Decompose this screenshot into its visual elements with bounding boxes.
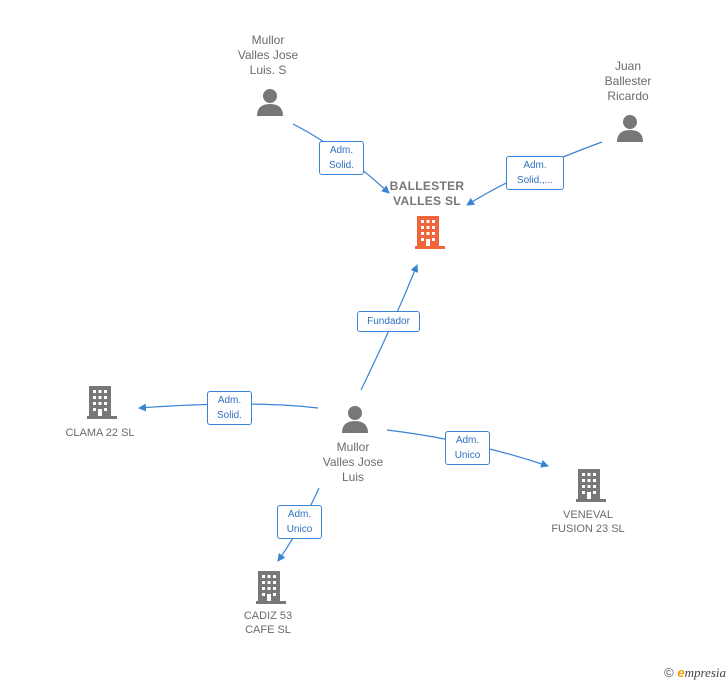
edge-label-adm-unico-1[interactable]: Adm. Unico <box>445 431 490 465</box>
edge-label-fundador[interactable]: Fundador <box>357 311 420 332</box>
node-label-cadiz53[interactable]: CADIZ 53 CAFE SL <box>243 610 293 636</box>
person-icon-mullor[interactable] <box>342 406 368 433</box>
node-label-juan-ballester-ricardo[interactable]: Juan Ballester Ricardo <box>604 59 652 103</box>
node-label-ballester-valles[interactable]: BALLESTER VALLES SL <box>389 179 465 208</box>
copyright-icon: © <box>664 665 674 680</box>
node-label-clama22[interactable]: CLAMA 22 SL <box>65 427 135 439</box>
node-label-mullor-valles-jose-luis-s[interactable]: Mullor Valles Jose Luis. S <box>237 33 299 77</box>
empresia-watermark: © empresia <box>664 665 726 681</box>
edge-label-adm-solid-1[interactable]: Adm. Solid. <box>319 141 364 175</box>
building-icon-clama22[interactable] <box>87 386 117 419</box>
node-label-veneval[interactable]: VENEVAL FUSION 23 SL <box>551 509 625 535</box>
building-icon-ballester-valles[interactable] <box>415 216 445 249</box>
node-label-mullor-valles-jose-luis[interactable]: Mullor Valles Jose Luis <box>322 440 384 484</box>
edge-label-adm-solid-2[interactable]: Adm. Solid.,... <box>506 156 564 190</box>
edge-label-adm-unico-2[interactable]: Adm. Unico <box>277 505 322 539</box>
edge-label-adm-solid-3[interactable]: Adm. Solid. <box>207 391 252 425</box>
building-icon-cadiz53[interactable] <box>256 571 286 604</box>
person-icon-juan[interactable] <box>617 115 643 142</box>
empresia-logo-initial: e <box>677 665 685 680</box>
empresia-logo-text: mpresia <box>684 665 726 680</box>
person-icon-mullor-s[interactable] <box>257 89 283 116</box>
building-icon-veneval[interactable] <box>576 469 606 502</box>
